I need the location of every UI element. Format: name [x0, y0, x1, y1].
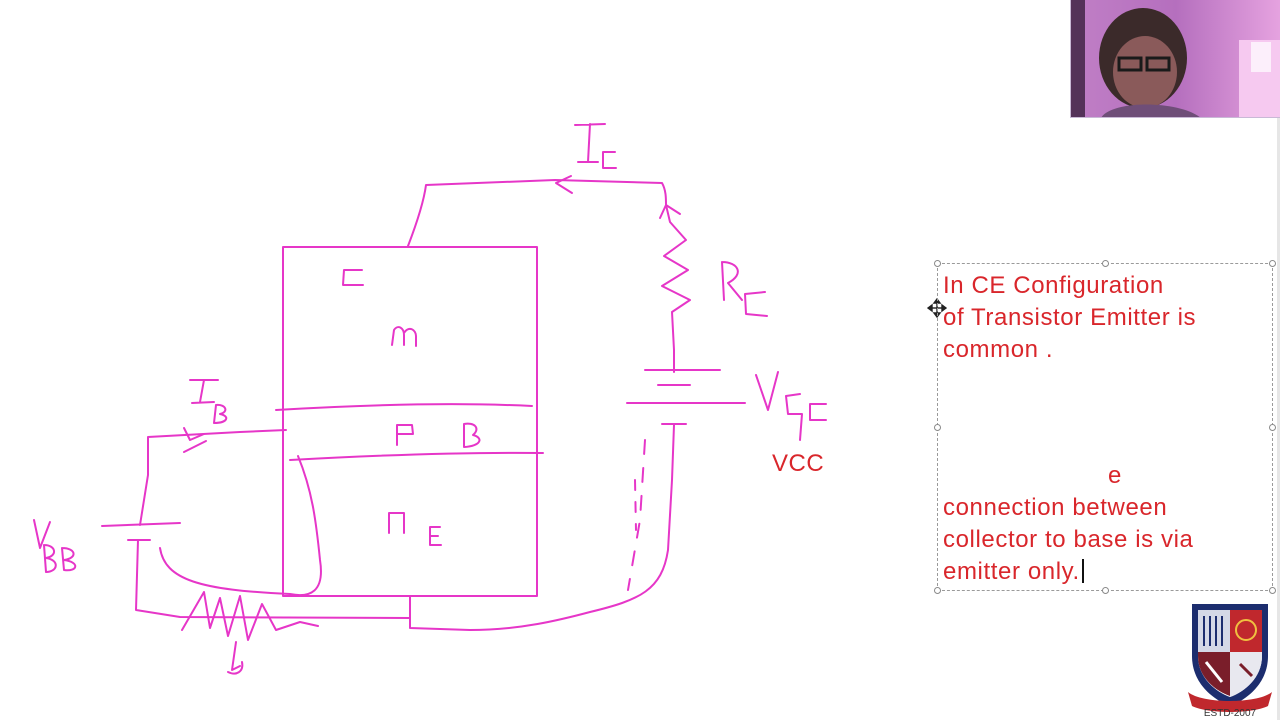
vbb-to-emitter-wire: [135, 539, 411, 619]
resize-handle-left[interactable]: [934, 424, 941, 431]
webcam-image: [1071, 0, 1280, 117]
resize-handle-top-left[interactable]: [934, 260, 941, 267]
glyph-vbb: [33, 519, 77, 573]
rc-arrow: [659, 204, 681, 219]
dashed-return-2: [634, 479, 637, 531]
resize-handle-bottom-left[interactable]: [934, 587, 941, 594]
institution-logo: ESTD-2007: [1188, 604, 1272, 719]
ib-arrow: [183, 427, 205, 441]
glyph-ic: [574, 123, 617, 169]
junction-line-cb: [275, 403, 533, 411]
base-wire: [139, 429, 287, 526]
scribble-current-arrows: [181, 591, 319, 641]
inner-base-loop: [159, 455, 322, 597]
text-caret: [1081, 559, 1084, 583]
dashed-return: [627, 439, 646, 591]
webcam-feed: [1070, 0, 1280, 118]
glyph-b: [463, 422, 481, 448]
glyph-e: [429, 526, 442, 546]
vcc-return-wire: [409, 424, 675, 631]
collector-wire: [407, 179, 667, 247]
transistor-block: [282, 246, 538, 597]
resistor-rc: [661, 204, 691, 373]
text-line-7: emitter only.: [943, 556, 1084, 588]
glyph-vcc: [755, 371, 827, 441]
text-line-6: collector to base is via: [943, 526, 1194, 553]
resize-handle-bottom-right[interactable]: [1269, 587, 1276, 594]
resize-handle-top-right[interactable]: [1269, 260, 1276, 267]
ic-arrow: [555, 175, 573, 194]
text-line-2: of Transistor Emitter is: [943, 304, 1197, 331]
glyph-n-bottom: [388, 512, 405, 534]
glyph-ib: [189, 379, 228, 424]
text-line-4: e: [1108, 462, 1122, 489]
resize-handle-bottom[interactable]: [1102, 587, 1109, 594]
text-line-3: common .: [943, 336, 1054, 363]
text-line-5: connection between: [943, 494, 1168, 521]
glyph-n-top: [391, 326, 417, 347]
text-line-7-content: emitter only.: [943, 558, 1080, 585]
ib-arrow-2: [183, 440, 207, 453]
glyph-rc: [721, 261, 768, 317]
resize-handle-top[interactable]: [1102, 260, 1109, 267]
junction-line-be: [289, 451, 544, 461]
text-line-1: In CE Configuration: [943, 272, 1164, 299]
scribble-ie: [227, 641, 244, 675]
logo-caption: ESTD-2007: [1204, 708, 1257, 719]
glyph-p: [396, 424, 414, 446]
selected-text-box[interactable]: In CE Configuration of Transistor Emitte…: [934, 260, 1276, 594]
vcc-label: VCC: [772, 450, 825, 477]
glyph-collector-c: [342, 269, 364, 286]
resize-handle-right[interactable]: [1269, 424, 1276, 431]
slide-right-edge: [1277, 118, 1280, 720]
vbb-plate-long: [101, 522, 181, 527]
